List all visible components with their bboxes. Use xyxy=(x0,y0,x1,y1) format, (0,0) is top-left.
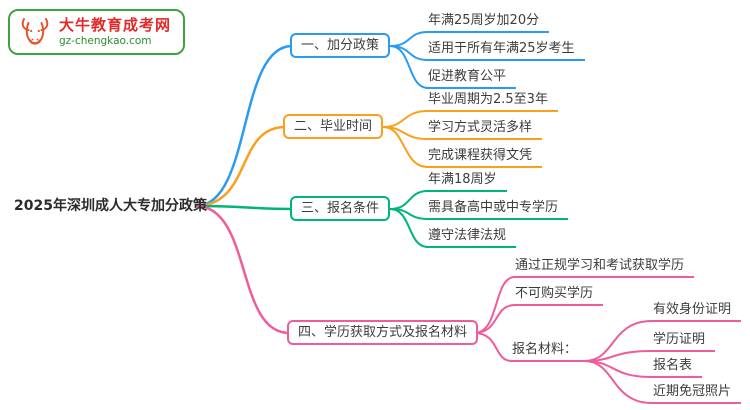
root-node: 2025年深圳成人大专加分政策 xyxy=(14,198,207,214)
mindmap-leaf: 促进教育公平 xyxy=(426,66,517,89)
bull-icon xyxy=(21,18,49,45)
connector xyxy=(389,45,429,89)
connector xyxy=(382,110,429,128)
mindmap-leaf: 有效身份证明 xyxy=(651,299,742,322)
branch-graduation-time: 二、毕业时间 xyxy=(283,114,384,139)
logo-title: 大牛教育成考网 xyxy=(59,16,172,34)
mindmap-leaf: 年满25周岁加20分 xyxy=(426,10,550,33)
branch-degree-and-materials: 四、学历获取方式及报名材料 xyxy=(287,320,479,345)
connector xyxy=(583,360,653,404)
connector-root-branch4 xyxy=(195,204,291,335)
mindmap-leaf: 毕业周期为2.5至3年 xyxy=(426,89,558,112)
connector xyxy=(473,304,516,334)
mindmap-leaf: 不可购买学历 xyxy=(513,283,604,306)
connector-root-branch3 xyxy=(195,204,294,211)
mindmap-leaf: 年满18周岁 xyxy=(426,169,507,192)
connector-root-branch1 xyxy=(195,44,294,208)
connector xyxy=(382,126,429,168)
connector xyxy=(389,208,429,248)
branch-registration-conditions: 三、报名条件 xyxy=(290,196,391,221)
logo-url: gz-chengkao.com xyxy=(59,35,152,47)
mindmap-leaf: 学习方式灵活多样 xyxy=(426,117,543,140)
mindmap-leaf: 报名表 xyxy=(651,355,703,378)
mindmap-leaf: 通过正规学习和考试获取学历 xyxy=(513,255,695,278)
connector xyxy=(389,31,429,47)
node-materials-label: 报名材料： xyxy=(510,339,588,362)
mindmap-leaf: 需具备高中或中专学历 xyxy=(426,197,569,220)
connector xyxy=(583,350,653,362)
mindmap-leaf: 近期免冠照片 xyxy=(651,381,742,404)
mindmap-leaf: 完成课程获得文凭 xyxy=(426,145,543,168)
branch-bonus-policy: 一、加分政策 xyxy=(290,33,391,58)
mindmap-leaf: 学历证明 xyxy=(651,329,716,352)
connector xyxy=(389,190,429,210)
connector xyxy=(473,332,513,362)
connector-root-branch2 xyxy=(195,125,287,208)
mindmap-leaf: 遵守法律法规 xyxy=(426,225,517,248)
logo-text: 大牛教育成考网 gz-chengkao.com xyxy=(59,16,171,48)
mindmap-leaf: 适用于所有年满25岁考生 xyxy=(426,38,585,61)
site-logo: 大牛教育成考网 gz-chengkao.com xyxy=(8,9,186,55)
